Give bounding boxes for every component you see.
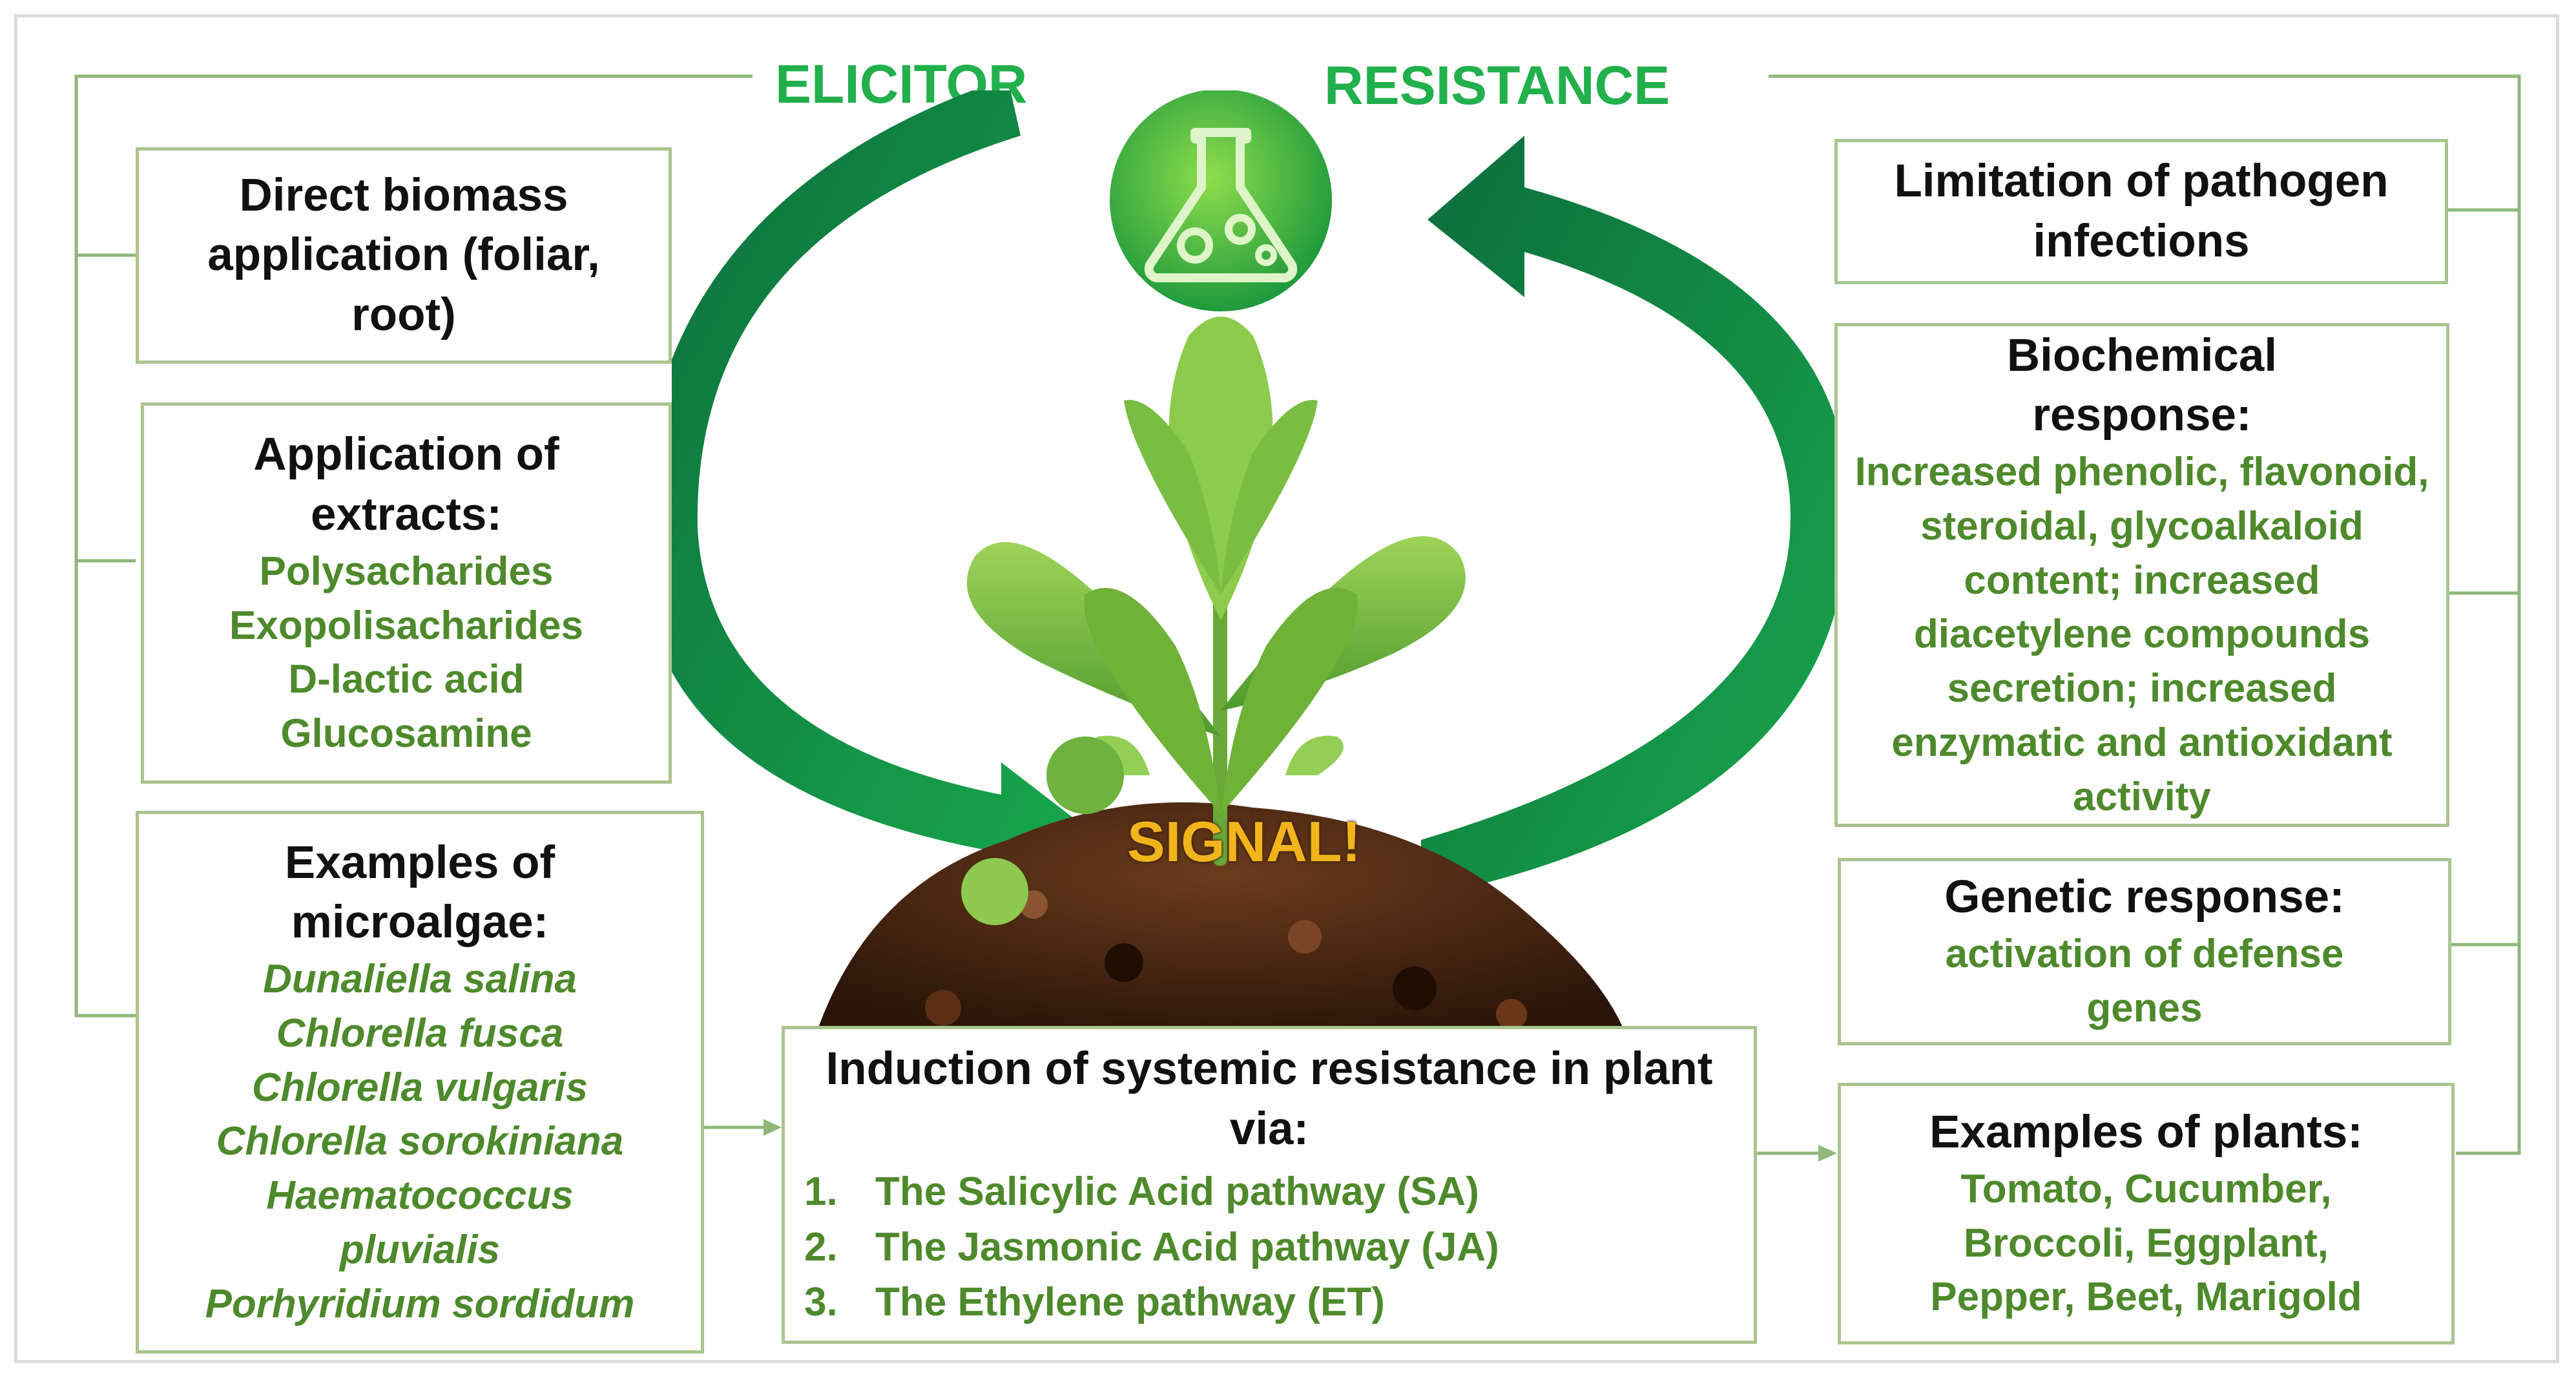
direct-biomass-title: Direct biomass application (foliar, root… [207, 170, 600, 340]
pathway-number: 1. [804, 1169, 838, 1214]
genetic-box: Genetic response: activation of defense … [1838, 858, 2451, 1045]
pathway-item: 2. The Jasmonic Acid pathway (JA) [785, 1220, 1754, 1275]
induction-title: Induction of systemic resistance in plan… [826, 1043, 1713, 1155]
pathway-text: The Ethylene pathway (ET) [875, 1280, 1385, 1325]
extract-item: Exopolisacharides [229, 603, 583, 648]
plants-title: Examples of plants: [1929, 1106, 2363, 1158]
limitation-title: Limitation of pathogen infections [1894, 156, 2389, 267]
curved-arrow-right [1421, 136, 1834, 898]
diagram-frame [14, 14, 2559, 1363]
flask-icon [1110, 90, 1332, 311]
induction-box: Induction of systemic resistance in plan… [782, 1026, 1757, 1344]
biochemical-box: Biochemical response: Increased phenolic… [1834, 323, 2449, 827]
microalgae-item: Porhyridium sordidum [205, 1281, 635, 1326]
pathway-number: 2. [804, 1224, 838, 1270]
plants-box: Examples of plants: Tomato, Cucumber, Br… [1838, 1083, 2455, 1344]
pathway-text: The Salicylic Acid pathway (SA) [875, 1169, 1479, 1214]
microalgae-item: Chlorella fusca [276, 1011, 564, 1056]
pathway-item: 3. The Ethylene pathway (ET) [785, 1275, 1754, 1330]
microalgae-item: Chlorella vulgaris [251, 1065, 588, 1110]
plants-text: Tomato, Cucumber, Broccoli, Eggplant, Pe… [1930, 1167, 2362, 1320]
limitation-box: Limitation of pathogen infections [1834, 139, 2448, 284]
pathway-text: The Jasmonic Acid pathway (JA) [875, 1224, 1499, 1270]
microalgae-title: Examples of microalgae: [284, 837, 556, 948]
signal-label: SIGNAL! [1127, 810, 1361, 873]
microalgae-box: Examples of microalgae: Dunaliella salin… [136, 811, 704, 1354]
biochemical-text: Increased phenolic, flavonoid, steroidal… [1854, 450, 2429, 819]
curved-arrow-left [672, 90, 1085, 885]
genetic-title: Genetic response: [1944, 872, 2345, 923]
extract-item: Polysacharides [259, 549, 554, 594]
pathway-number: 3. [804, 1280, 838, 1325]
center-illustration [672, 90, 1834, 1060]
extracts-box: Application of extracts: Polysacharides … [141, 402, 672, 784]
pathway-item: 1. The Salicylic Acid pathway (SA) [785, 1164, 1754, 1220]
extracts-title: Application of extracts: [253, 429, 559, 540]
microalgae-item: Dunaliella salina [263, 957, 577, 1002]
biochemical-title: Biochemical response: [2006, 329, 2278, 441]
direct-biomass-box: Direct biomass application (foliar, root… [136, 147, 672, 364]
extract-item: Glucosamine [280, 711, 532, 756]
resistance-heading: RESISTANCE [1324, 55, 1670, 116]
extract-item: D-lactic acid [288, 657, 525, 702]
microalgae-item: Chlorella sorokiniana [216, 1119, 624, 1164]
genetic-text: activation of defense genes [1945, 932, 2344, 1031]
microalgae-item: Haematococcus pluvialis [266, 1173, 574, 1272]
plant-illustration [961, 317, 1466, 925]
